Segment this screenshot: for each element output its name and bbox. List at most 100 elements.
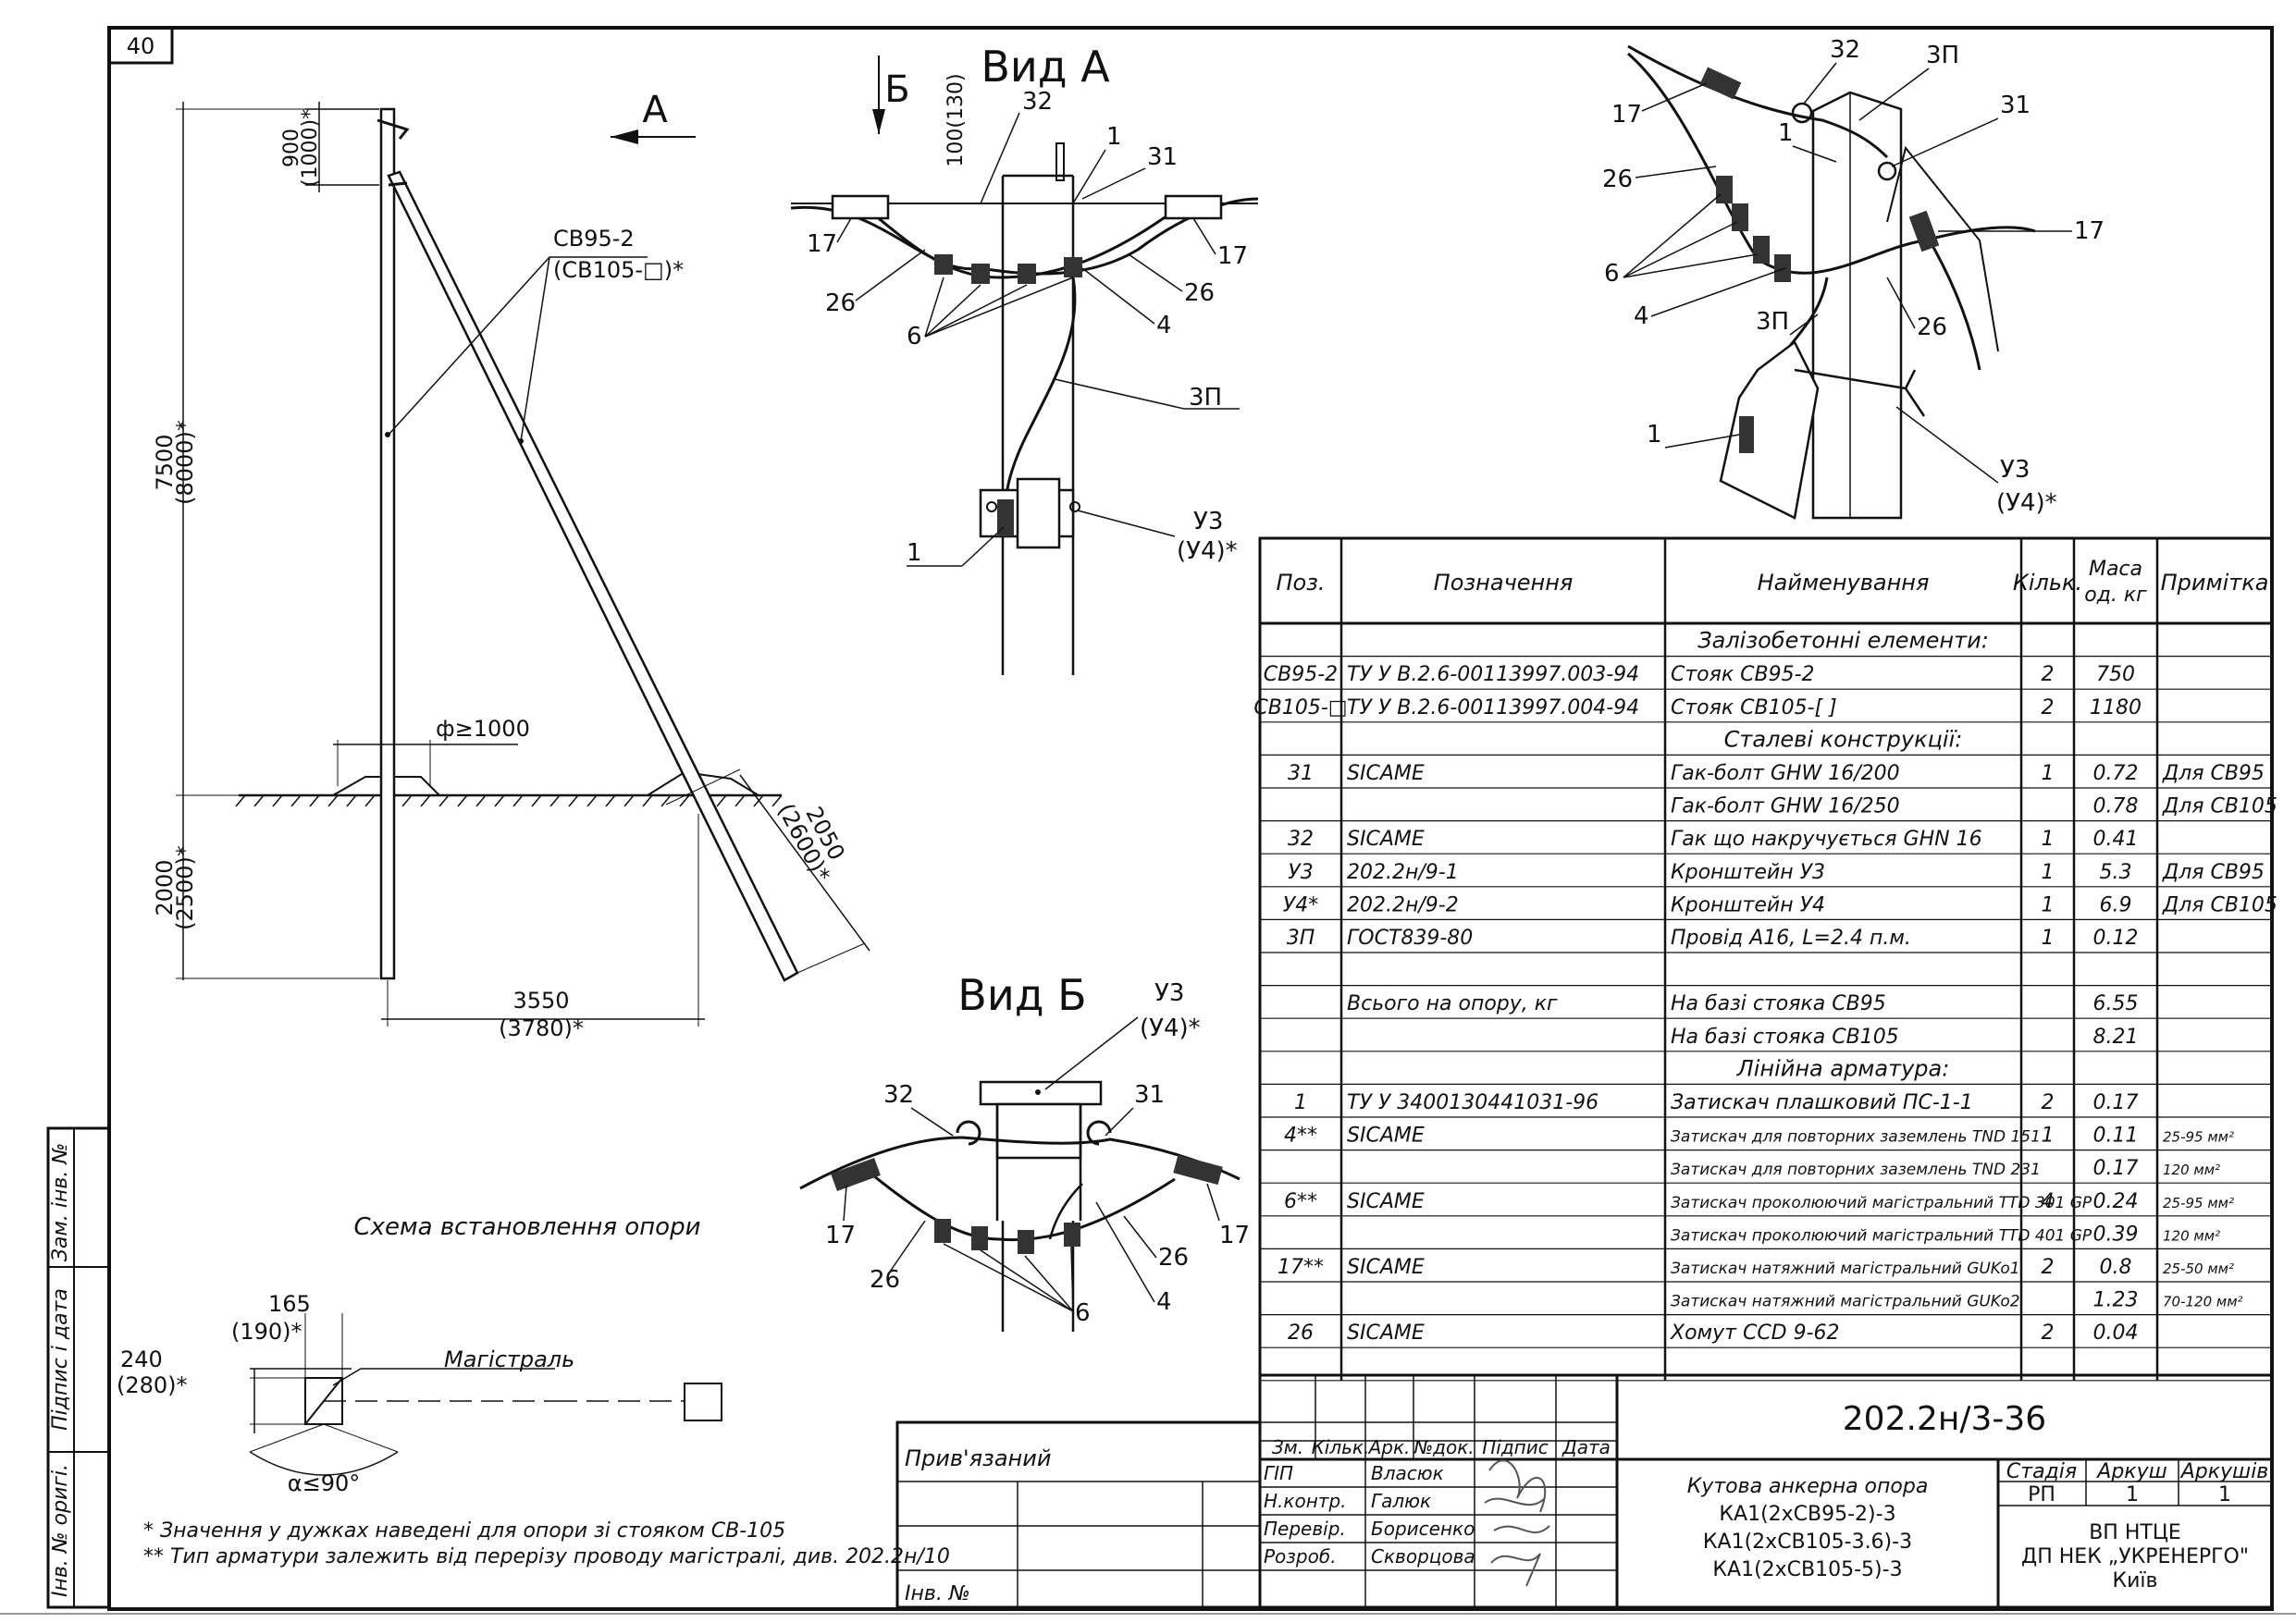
spec-cell-name: Кронштейн У3 [1671,861,1825,884]
dim-240: 240 [120,1346,163,1372]
stamp-role-nkontr: Н.контр. [1264,1490,1347,1512]
spec-cell-pos: 1 [1294,1091,1307,1114]
spec-cell-name: Затискач проколюючий магістральний TTD 4… [1671,1226,2092,1245]
iso-label-u4: (У4)* [1996,489,2057,517]
va-callout-3p: 3П [1189,384,1222,412]
spec-header-1: Позначення [1434,570,1574,596]
iso-callout-31: 31 [2000,92,2031,119]
spec-cell-des: ТУ У В.2.6-00113997.003-94 [1347,663,1639,686]
spec-cell-des: 202.2н/9-1 [1347,861,1459,884]
spec-cell-mass: 0.12 [2093,927,2139,950]
spec-cell-note: Для СВ105 [2162,893,2277,916]
stamp-hdr-ndok: №док. [1413,1436,1474,1458]
vb-callout-6: 6 [1075,1299,1091,1327]
spec-cell-qty: 4 [2042,1190,2055,1213]
stamp-name-perevir: Борисенко [1371,1518,1475,1540]
org-line-3: Київ [2113,1569,2158,1592]
spec-cell-mass: 0.8 [2100,1256,2132,1279]
spec-cell-mass: 6.9 [2100,893,2132,916]
spec-cell-mass: 0.11 [2093,1125,2139,1148]
side-label-inv: Інв. № оригі. [49,1464,72,1597]
spec-cell-qty: 2 [2042,696,2055,719]
va-callout-32: 32 [1022,88,1053,116]
spec-cell-mass: 0.39 [2093,1223,2139,1246]
arrow-a-label: А [642,89,668,131]
view-b-title: Вид Б [957,970,1086,1020]
dim-3780: (3780)* [499,1015,584,1041]
spec-cell-mass: 0.72 [2093,762,2139,785]
scheme-caption: Схема встановлення опори [353,1213,700,1241]
va-dim-100: 100(130) [944,73,968,166]
spec-header-mass-unit: од. кг [2084,584,2147,607]
org-line-1: ВП НТЦЕ [2089,1521,2181,1544]
spec-section-title: Сталеві конструкції: [1724,726,1963,752]
side-strip: Зам. інв. № Підпис і дата Інв. № оригі. [46,1126,111,1609]
spec-cell-name: Гак що накручується GHN 16 [1671,828,1982,851]
arrow-b-label: Б [884,68,909,111]
iso-callout-17-right: 17 [2074,217,2105,245]
privyazanyi: Прив'язаний [905,1445,1051,1471]
side-label-pidpys: Підпис і дата [49,1288,72,1431]
spec-cell-mass: 0.41 [2093,828,2139,851]
vb-callout-26-left: 26 [870,1266,900,1294]
spec-cell-name: Затискач натяжний магістральний GUKo2 [1671,1293,2020,1311]
spec-cell-pos: 32 [1288,828,1314,851]
va-callout-1: 1 [1106,123,1122,151]
spec-cell-mass: 0.17 [2093,1091,2139,1114]
label-sv105: (СВ105-□)* [553,257,684,283]
dim-280: (280)* [117,1372,188,1398]
spec-cell-name: Кронштейн У4 [1671,893,1825,916]
spec-cell-name: Затискач для повторних заземлень TND 231 [1671,1161,2041,1179]
vb-callout-26-right: 26 [1158,1244,1189,1272]
vb-label-u4: (У4)* [1140,1014,1201,1042]
spec-cell-des: 202.2н/9-2 [1347,893,1459,916]
stamp-role-rozrob: Розроб. [1264,1545,1337,1568]
spec-cell-pos: 31 [1288,762,1314,785]
spec-cell-qty: 1 [2042,893,2055,916]
spec-cell-pos: У3 [1288,861,1313,884]
spec-cell-des: ГОСТ839-80 [1347,927,1473,950]
note-2: ** Тип арматури залежить від перерізу пр… [143,1545,950,1568]
dim-1000: (1000)* [299,109,322,187]
spec-cell-note: 25-50 мм² [2163,1260,2234,1277]
spec-header-0: Поз. [1276,570,1325,596]
spec-cell-name: Затискач плашковий ПС-1-1 [1671,1091,1973,1114]
spec-cell-qty: 1 [2042,927,2055,950]
title-line-3: КА1(2хСВ105-3.6)-3 [1703,1531,1912,1554]
iso-view: 32 3П 31 17 1 26 17 6 4 3П 26 1 У3 (У4)* [1602,36,2105,520]
va-callout-26-left: 26 [825,289,856,317]
spec-cell-des: SICAME [1347,828,1425,851]
spec-cell-mass: 0.78 [2093,795,2139,818]
spec-cell-des: SICAME [1347,1125,1425,1148]
dim-165: 165 [268,1291,311,1317]
dim-alpha: α≤90° [288,1470,360,1496]
spec-cell-mass: 5.3 [2100,861,2132,884]
spec-cell-pos: 4** [1284,1125,1317,1148]
va-label-u4: (У4)* [1177,537,1238,565]
spec-cell-mass: 0.17 [2093,1157,2139,1180]
spec-cell-mass: 0.04 [2093,1322,2139,1345]
spec-cell-name: Стояк СВ105-[ ] [1671,696,1837,719]
va-callout-6: 6 [907,323,922,350]
spec-cell-qty: 1 [2042,861,2055,884]
spec-cell-name: Стояк СВ95-2 [1671,663,1815,686]
view-b: Вид Б У3 (У4)* 32 31 17 17 26 [799,970,1250,1332]
label-sv95: СВ95-2 [553,226,635,252]
va-callout-4: 4 [1156,312,1172,339]
va-callout-17-left: 17 [807,230,837,258]
iso-callout-3p: 3П [1756,308,1789,336]
spec-cell-name: Затискач проколюючий магістральний TTD 3… [1671,1194,2092,1212]
spec-cell-des: ТУ У В.2.6-00113997.004-94 [1347,696,1639,719]
spec-cell-mass: 1180 [2090,696,2142,719]
va-callout-17-right: 17 [1217,242,1248,270]
spec-cell-note: 120 мм² [2163,1162,2220,1178]
spec-cell-note: 120 мм² [2163,1227,2220,1244]
sheets-header: Аркушів [2179,1460,2269,1483]
stamp-role-gip: ГІП [1264,1462,1293,1484]
spec-cell-pos: У4* [1283,893,1318,916]
vb-callout-17-right: 17 [1219,1222,1250,1249]
iso-callout-26: 26 [1917,314,1947,341]
